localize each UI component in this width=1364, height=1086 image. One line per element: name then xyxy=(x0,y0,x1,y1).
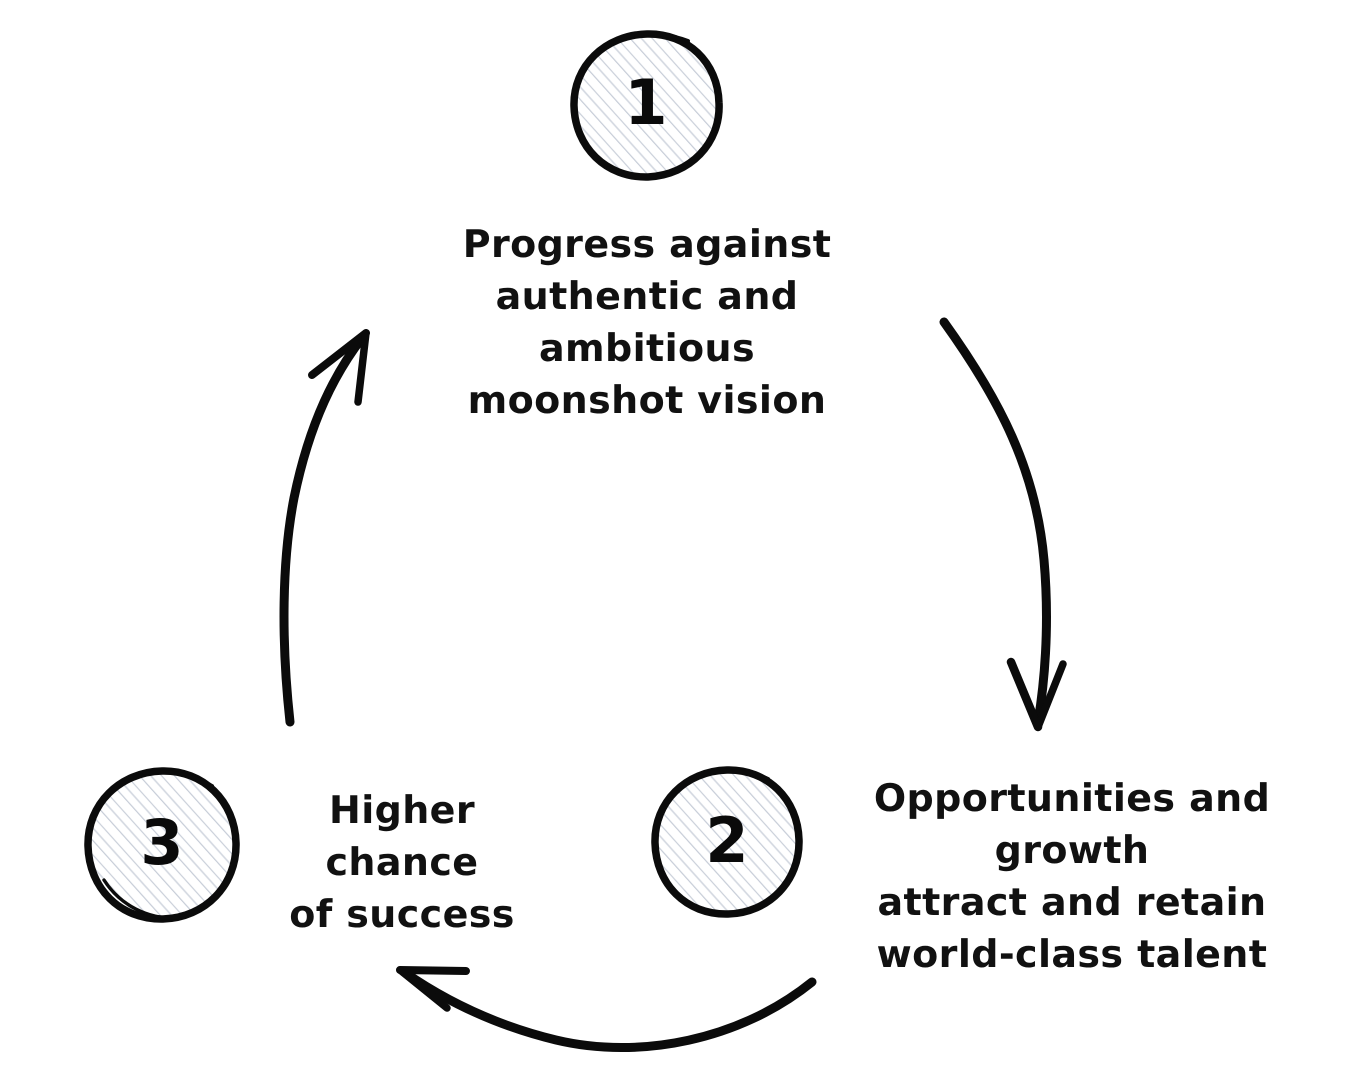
arrow-step1-to-step2-head-left xyxy=(1006,657,1043,732)
arrow-step3-to-step1-head-right xyxy=(354,329,370,406)
step-badge-2-outline-overshoot xyxy=(710,768,770,781)
arrow-step1-to-step2 xyxy=(939,317,1067,732)
step-label-3: Higher chance of success xyxy=(289,788,515,936)
step-badge-2-number: 2 xyxy=(705,804,749,877)
step-badge-2-outline xyxy=(651,766,803,918)
step-badge-1-hatch-fill xyxy=(576,34,718,176)
arrow-step3-to-step1 xyxy=(279,329,370,727)
step-badge-1-outline-overshoot xyxy=(634,31,690,43)
arrow-step1-to-step2-head-right xyxy=(1034,660,1067,731)
arrow-step2-to-step3-shaft xyxy=(399,967,817,1052)
arrow-step2-to-step3-head-bottom xyxy=(396,966,451,1012)
step-label-2: Opportunities and growth attract and ret… xyxy=(873,776,1271,976)
arrow-step3-to-step1-shaft xyxy=(279,333,367,727)
step-badge-3-number: 3 xyxy=(140,806,184,879)
step-badge-3 xyxy=(84,767,240,923)
step-badge-3-hatch-fill xyxy=(88,771,236,919)
arrow-step1-to-step2-shaft xyxy=(939,317,1051,727)
step-badge-1-number: 1 xyxy=(624,66,668,139)
arrow-step2-to-step3-head-top xyxy=(396,966,470,975)
arrow-step2-to-step3 xyxy=(396,966,817,1052)
step-badge-1 xyxy=(570,30,723,181)
arrow-step3-to-step1-head-left xyxy=(308,329,370,379)
step-badge-2-hatch-fill xyxy=(655,770,799,914)
step-badge-3-outline-overshoot xyxy=(142,769,214,788)
step-badge-3-outline-overshoot-2 xyxy=(102,878,182,920)
step-badge-1-outline xyxy=(570,30,723,181)
step-label-1: Progress against authentic and ambitious… xyxy=(462,222,832,422)
step-badge-2 xyxy=(651,766,803,918)
